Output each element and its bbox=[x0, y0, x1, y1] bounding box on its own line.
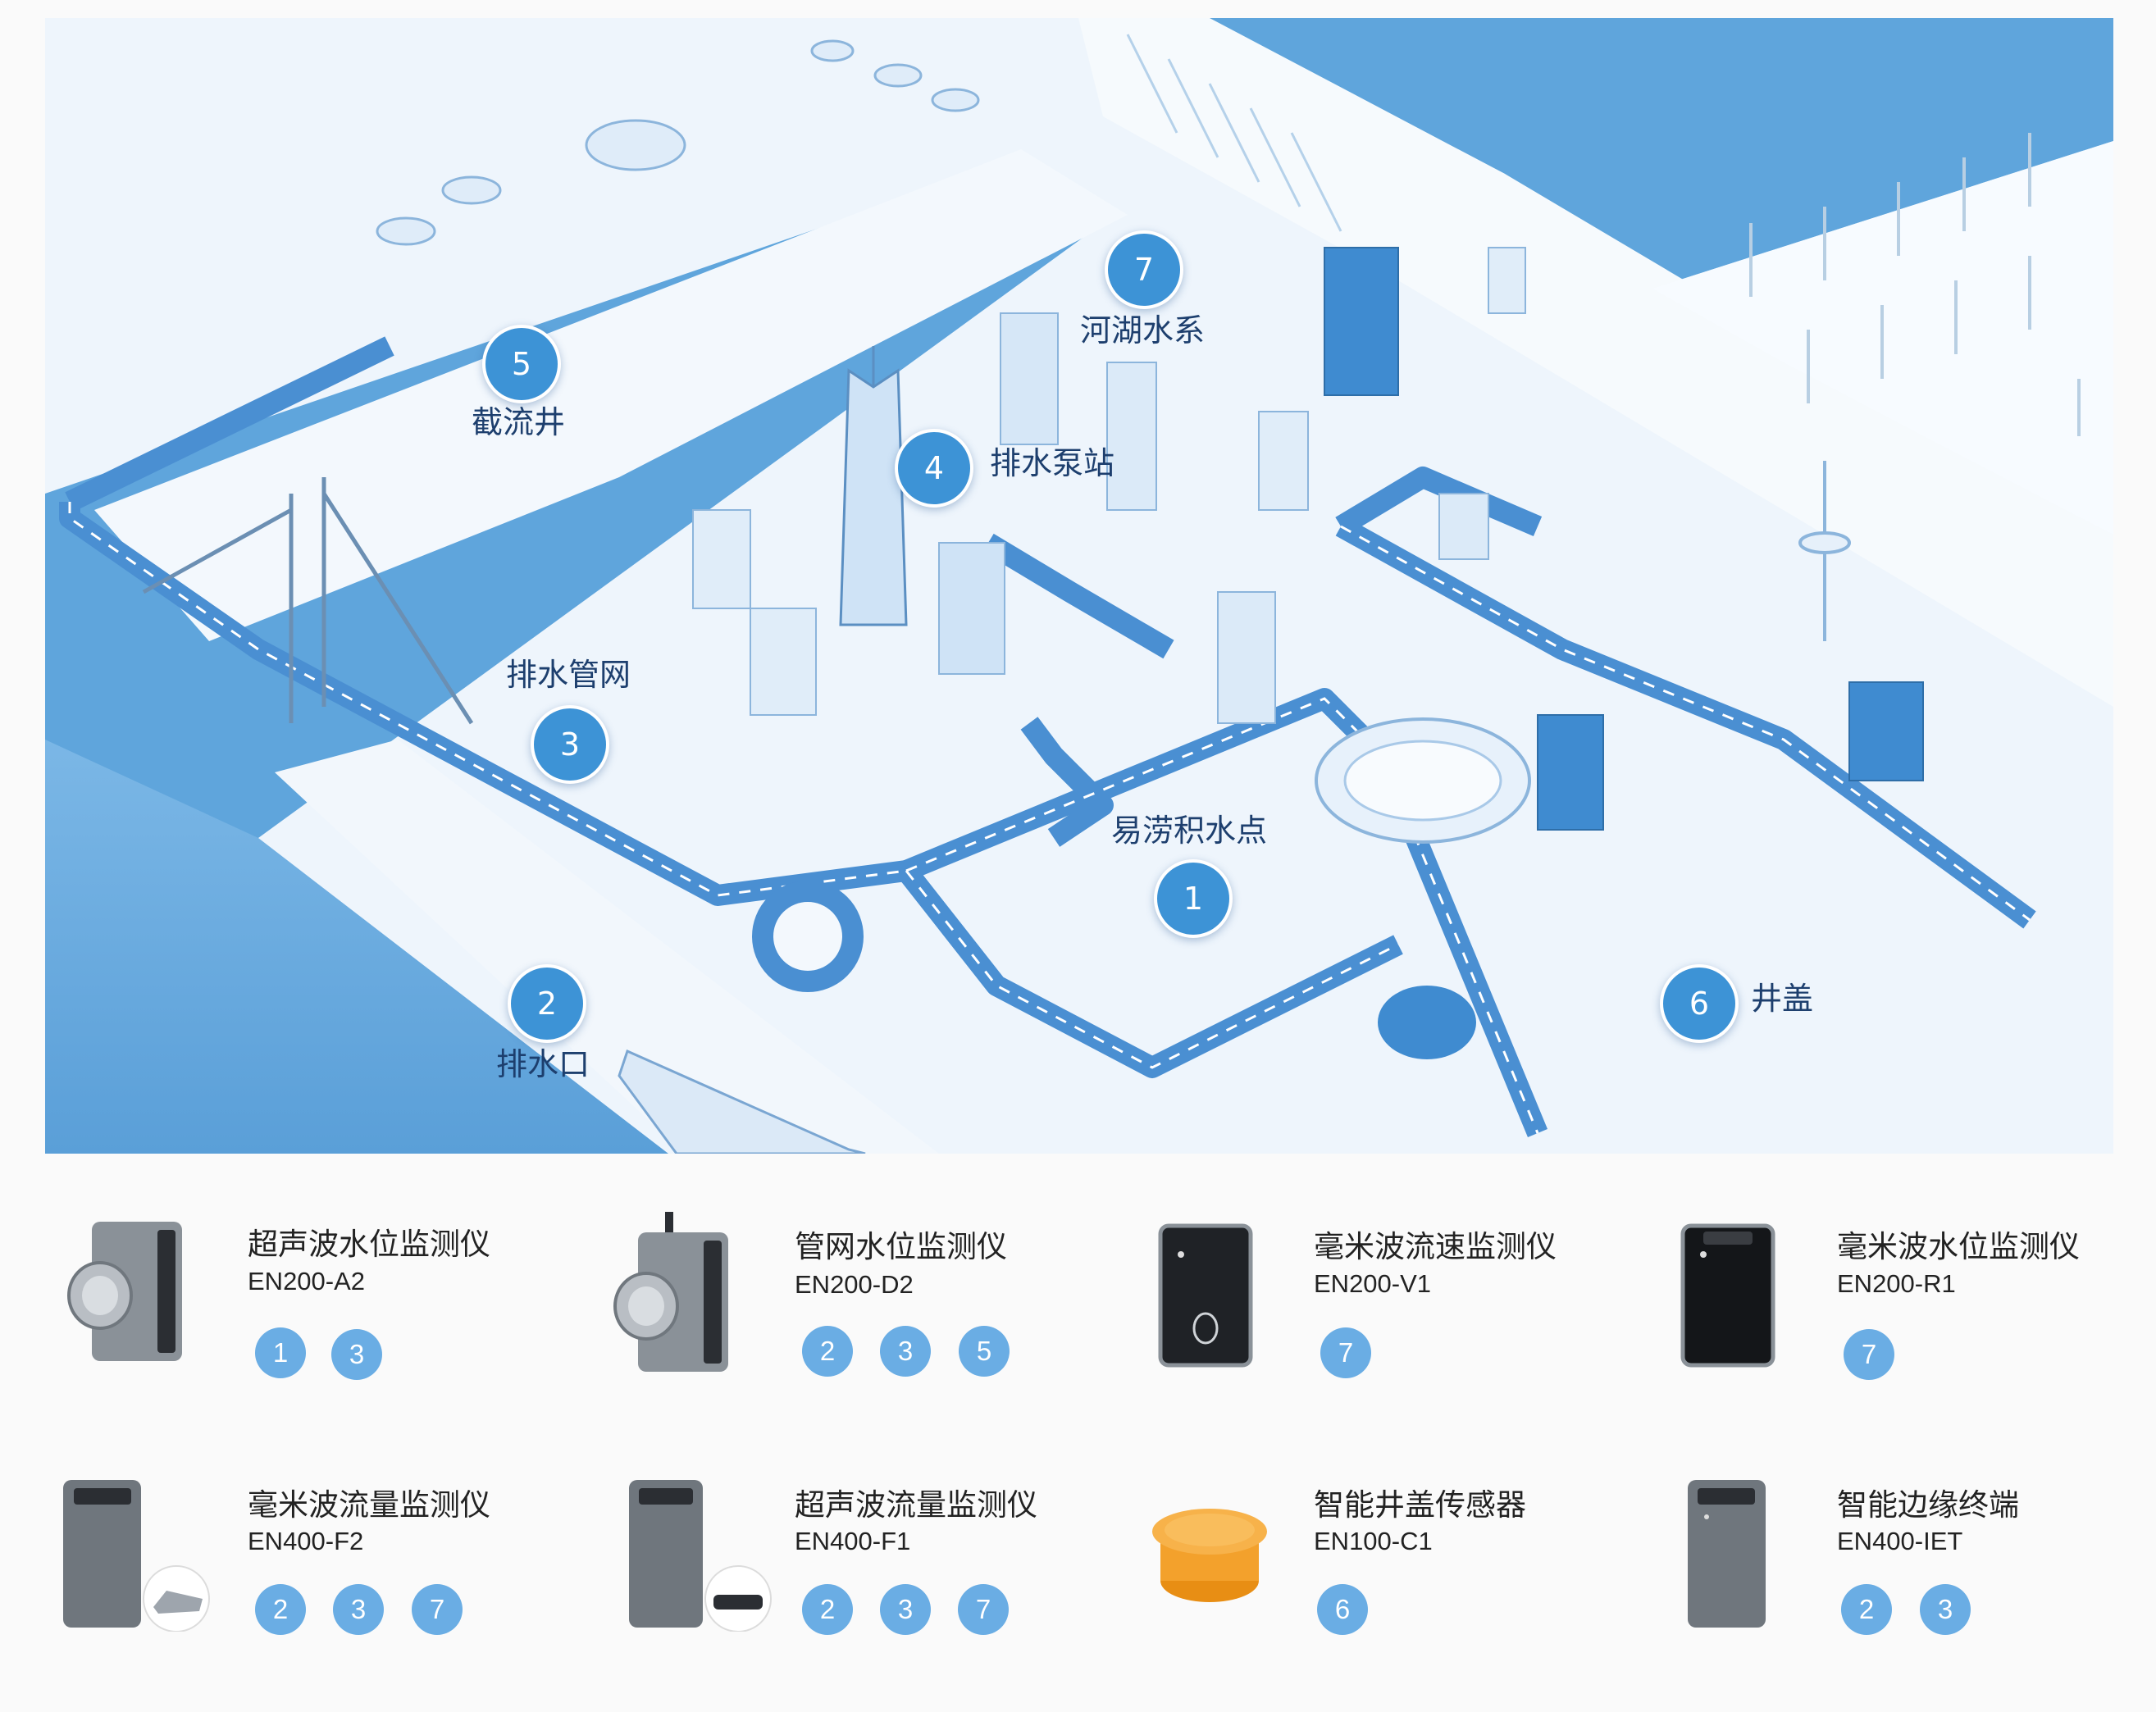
map-marker-label: 排水口 bbox=[496, 1046, 590, 1082]
product-name: 智能边缘终端 bbox=[1837, 1487, 2019, 1523]
map-marker-5[interactable]: 5 bbox=[482, 325, 561, 403]
scenario-badge: 3 bbox=[880, 1326, 931, 1377]
marker-number: 6 bbox=[1689, 986, 1710, 1022]
map-marker-label: 排水管网 bbox=[506, 657, 631, 693]
radar-level-sensor-icon bbox=[1680, 1223, 1775, 1368]
scenario-badge: 7 bbox=[1320, 1327, 1371, 1378]
road-markings bbox=[68, 502, 2031, 1134]
radar-flow-meter-icon bbox=[63, 1480, 210, 1632]
tall-tower bbox=[839, 346, 908, 626]
scenario-badge: 5 bbox=[959, 1326, 1010, 1377]
product-model: EN200-V1 bbox=[1314, 1269, 1432, 1298]
industrial-zone bbox=[94, 149, 1128, 641]
product-model: EN400-F1 bbox=[795, 1527, 911, 1555]
map-marker-1[interactable]: 1 bbox=[1154, 859, 1233, 938]
edge-terminal-icon bbox=[1688, 1480, 1766, 1628]
manhole-cover-sensor-icon bbox=[1152, 1509, 1267, 1602]
map-marker-4[interactable]: 4 bbox=[895, 429, 973, 508]
marker-number: 3 bbox=[559, 726, 581, 763]
map-marker-label: 河湖水系 bbox=[1080, 312, 1206, 348]
industrial-tanks bbox=[376, 39, 980, 246]
product-model: EN400-IET bbox=[1837, 1527, 1963, 1555]
map-marker-label: 排水泵站 bbox=[990, 445, 1115, 481]
roundabout bbox=[752, 881, 864, 992]
pipe-level-sensor-icon bbox=[613, 1212, 728, 1372]
tv-tower bbox=[1798, 461, 1851, 641]
map-illustration bbox=[45, 18, 2113, 1154]
dam-gates bbox=[1126, 34, 1342, 232]
map-marker-6[interactable]: 6 bbox=[1660, 964, 1739, 1043]
product-model: EN100-C1 bbox=[1314, 1527, 1433, 1555]
ultrasonic-flow-meter-icon bbox=[629, 1480, 772, 1632]
scenario-badge: 3 bbox=[880, 1584, 931, 1635]
product-name: 毫米波水位监测仪 bbox=[1837, 1229, 2080, 1264]
map-marker-3[interactable]: 3 bbox=[531, 705, 609, 784]
product-name: 毫米波流量监测仪 bbox=[248, 1487, 490, 1523]
scenario-badge: 2 bbox=[255, 1584, 306, 1635]
map-marker-2[interactable]: 2 bbox=[508, 964, 586, 1043]
map-marker-label: 井盖 bbox=[1751, 981, 1814, 1017]
scenario-badge: 2 bbox=[802, 1584, 853, 1635]
scenario-badge: 1 bbox=[255, 1327, 306, 1378]
scenario-badge: 3 bbox=[333, 1584, 384, 1635]
scenario-badge: 7 bbox=[412, 1584, 463, 1635]
map-marker-label: 易涝积水点 bbox=[1111, 813, 1268, 849]
dam bbox=[1078, 18, 2113, 707]
bridge bbox=[142, 477, 474, 725]
city-buildings bbox=[692, 247, 1924, 831]
marker-number: 4 bbox=[923, 450, 945, 486]
scenario-badge: 7 bbox=[958, 1584, 1009, 1635]
scenario-badge: 6 bbox=[1317, 1584, 1368, 1635]
map-marker-7[interactable]: 7 bbox=[1105, 230, 1183, 309]
product-model: EN200-R1 bbox=[1837, 1269, 1956, 1298]
scenario-badge: 7 bbox=[1844, 1329, 1894, 1380]
scenario-badge: 2 bbox=[1841, 1584, 1892, 1635]
product-name: 超声波流量监测仪 bbox=[795, 1487, 1037, 1523]
map-marker-label: 截流井 bbox=[472, 404, 566, 440]
marker-number: 7 bbox=[1133, 252, 1155, 288]
scenario-badge: 3 bbox=[1920, 1584, 1971, 1635]
cargo-ship bbox=[618, 1049, 866, 1154]
product-name: 管网水位监测仪 bbox=[795, 1229, 1007, 1264]
radar-velocity-sensor-icon bbox=[1158, 1223, 1253, 1368]
product-name: 智能井盖传感器 bbox=[1314, 1487, 1526, 1523]
ultrasonic-sensor-icon bbox=[67, 1222, 182, 1361]
wind-turbines bbox=[1749, 133, 2081, 436]
quay bbox=[275, 740, 939, 1154]
scenario-badge: 2 bbox=[802, 1326, 853, 1377]
marker-number: 1 bbox=[1183, 881, 1204, 917]
city-drainage-map: 1 易涝积水点 2 排水口 3 排水管网 4 排水泵站 5 截流井 6 井盖 7… bbox=[45, 18, 2113, 1154]
marker-number: 5 bbox=[511, 346, 532, 382]
product-name: 毫米波流速监测仪 bbox=[1314, 1229, 1557, 1264]
scenario-badge: 3 bbox=[331, 1329, 382, 1380]
product-model: EN200-A2 bbox=[248, 1267, 366, 1295]
sea-top bbox=[1206, 18, 2113, 289]
product-name: 超声波水位监测仪 bbox=[248, 1227, 490, 1262]
product-model: EN400-F2 bbox=[248, 1527, 364, 1555]
dome bbox=[1378, 986, 1476, 1059]
marker-number: 2 bbox=[536, 986, 558, 1022]
harbor-water bbox=[45, 740, 668, 1154]
product-model: EN200-D2 bbox=[795, 1270, 914, 1299]
